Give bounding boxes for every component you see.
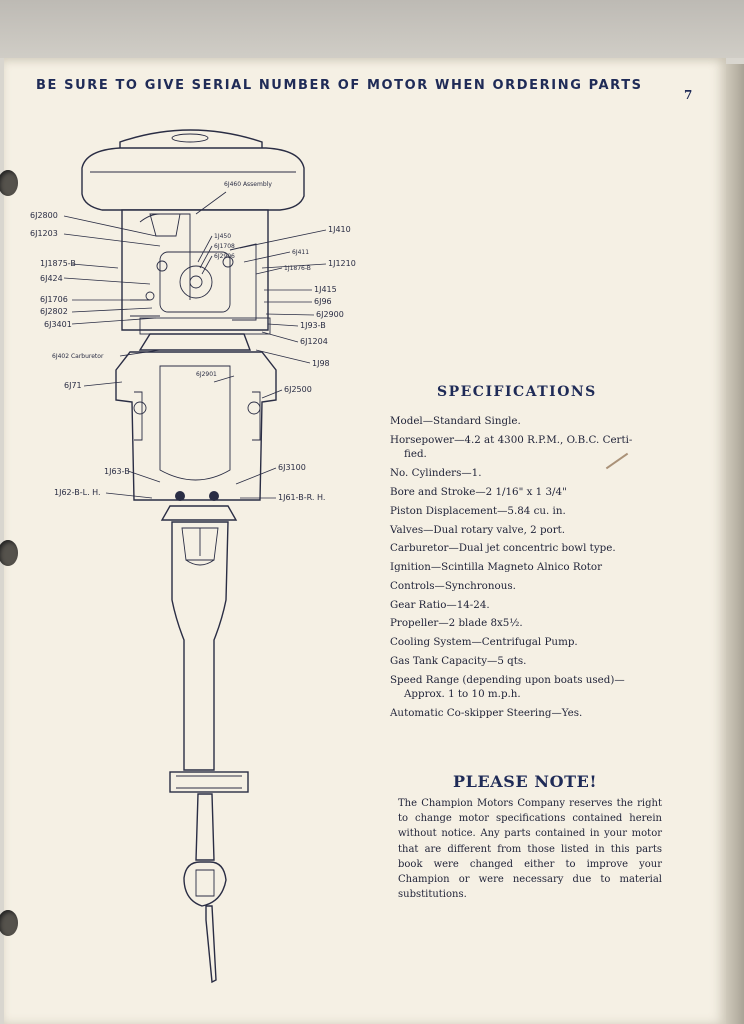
label-6j402-carburetor: 6J402 Carburetor: [52, 353, 104, 360]
binder-hole-icon: [0, 540, 18, 566]
binder-hole-icon: [0, 910, 18, 936]
gearcase-skeg: [183, 793, 227, 984]
spec-horsepower: Horsepower—4.2 at 4300 R.P.M., O.B.C. Ce…: [390, 433, 633, 446]
label-6j71: 6J71: [64, 381, 82, 390]
spec-valves: Valves—Dual rotary valve, 2 port.: [390, 523, 566, 536]
label-1j62b-lh: 1J62-B-L. H.: [54, 488, 101, 497]
spec-speed-range-cont: Approx. 1 to 10 m.p.h.: [404, 688, 521, 701]
spec-carburetor: Carburetor—Dual jet concentric bowl type…: [390, 542, 616, 555]
label-6j1708: 6J1708: [214, 243, 235, 250]
powerhead: [121, 209, 271, 335]
spec-gas-tank: Gas Tank Capacity—5 qts.: [390, 654, 527, 667]
page-stack-edge: [726, 64, 744, 1024]
spec-gear-ratio: Gear Ratio—14-24.: [390, 598, 490, 611]
label-1j93b: 1J93-B: [300, 321, 326, 330]
label-6j3401: 6J3401: [44, 320, 72, 329]
label-6j2901: 6J2901: [196, 371, 217, 378]
spec-ignition: Ignition—Scintilla Magneto Alnico Rotor: [390, 561, 603, 574]
label-6j411: 6J411: [292, 249, 309, 256]
label-6j3100: 6J3100: [278, 463, 306, 472]
please-note-text: The Champion Motors Company reserves the…: [398, 798, 662, 901]
scan-background-top: [0, 0, 744, 58]
spec-propeller: Propeller—2 blade 8x5½.: [390, 617, 523, 630]
outboard-motor-diagram: 6J460 Assembly 6J2800 6J1203 1J1875-B 6J…: [30, 129, 356, 984]
spec-horsepower-cont: fied.: [404, 448, 427, 461]
spec-cylinders: No. Cylinders—1.: [390, 467, 482, 480]
spec-displacement: Piston Displacement—5.84 cu. in.: [390, 504, 566, 517]
label-6j424: 6J424: [40, 274, 63, 283]
leader-lines: [63, 191, 327, 499]
gas-tank-hood: [81, 129, 305, 211]
label-assembly: 6J460 Assembly: [224, 181, 272, 188]
spec-speed-range: Speed Range (depending upon boats used)—: [390, 673, 625, 686]
label-6j2802: 6J2802: [40, 307, 68, 316]
label-6j96: 6J96: [314, 297, 332, 306]
spec-cooling: Cooling System—Centrifugal Pump.: [390, 636, 578, 649]
specifications-title: SPECIFICATIONS: [437, 384, 597, 400]
label-6j1203: 6J1203: [30, 229, 58, 238]
label-1j98: 1J98: [312, 359, 330, 368]
spec-controls: Controls—Synchronous.: [390, 579, 516, 592]
spec-steering: Automatic Co-skipper Steering—Yes.: [390, 707, 583, 720]
label-1j63b: 1J63-B: [104, 467, 130, 476]
spec-bore-stroke: Bore and Stroke—2 1/16" x 1 3/4": [390, 485, 567, 498]
spec-model: Model—Standard Single.: [390, 415, 521, 427]
label-6j2800: 6J2800: [30, 211, 58, 220]
label-1j1210: 1J1210: [328, 259, 356, 268]
label-1j1875b: 1J1875-B: [40, 259, 76, 268]
label-6j1204: 6J1204: [300, 337, 328, 346]
label-6j1706: 6J1706: [40, 295, 68, 304]
label-1j450: 1J450: [214, 233, 231, 240]
ordering-notice-header: BE SURE TO GIVE SERIAL NUMBER OF MOTOR W…: [36, 78, 643, 93]
label-1j1876b: 1J1876-B: [284, 265, 311, 272]
label-6j2900: 6J2900: [316, 310, 344, 319]
label-1j61b-rh: 1J61-B-R. H.: [278, 493, 325, 502]
binder-hole-icon: [0, 170, 18, 196]
specifications-list: Model—Standard Single. Horsepower—4.2 at…: [390, 414, 680, 725]
midsection-housing: [115, 333, 277, 501]
please-note-title: PLEASE NOTE!: [453, 772, 598, 791]
page-number: 7: [684, 88, 693, 102]
label-6j2500: 6J2500: [284, 385, 312, 394]
label-1j415: 1J415: [314, 285, 337, 294]
label-6j2906: 6J2906: [214, 253, 235, 260]
label-1j410: 1J410: [328, 225, 351, 234]
drive-shaft-housing: [160, 505, 249, 793]
